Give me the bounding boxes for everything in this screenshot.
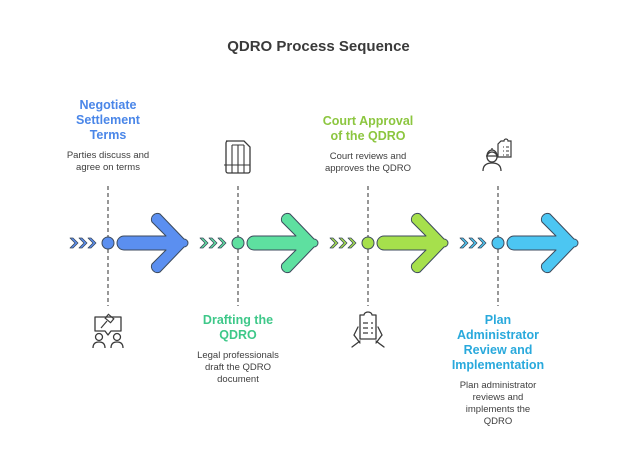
- step-title-line: Plan: [484, 313, 512, 327]
- chevron-icon: [477, 237, 487, 249]
- document-layout-icon: [224, 140, 251, 174]
- step-arrow: [376, 212, 449, 274]
- step-description-line: Parties discuss and: [66, 150, 150, 161]
- left-hand: [351, 326, 361, 348]
- step-3: [329, 186, 449, 348]
- step-1: [69, 186, 189, 349]
- person-body: [110, 341, 124, 349]
- step-4: [459, 138, 579, 306]
- step-title-line: of the QDRO: [330, 129, 406, 143]
- document-grid: [224, 144, 250, 173]
- step-title-line: QDRO: [219, 328, 257, 342]
- step-title-line: Review and: [463, 343, 533, 357]
- chevron-icon: [329, 237, 339, 249]
- chevron-icon: [468, 237, 478, 249]
- step-arrow: [116, 212, 189, 274]
- step-description-line: draft the QDRO: [205, 362, 271, 373]
- worker-body: [482, 162, 502, 172]
- step-arrow: [506, 212, 579, 274]
- step-title-line: Settlement: [76, 113, 140, 127]
- step-description-line: implements the: [465, 404, 531, 415]
- chevron-icon: [347, 237, 357, 249]
- diagram-title: QDRO Process Sequence: [227, 38, 410, 55]
- chevron-icon: [78, 237, 88, 249]
- step-description-line: Court reviews and: [329, 151, 407, 162]
- hard-hat: [486, 148, 498, 157]
- right-hand: [375, 326, 385, 348]
- gavel-head: [104, 313, 115, 324]
- step-node: [231, 236, 245, 250]
- chevron-icon: [87, 237, 97, 249]
- step-description-line: approves the QDRO: [324, 163, 412, 174]
- step-node: [101, 236, 115, 250]
- chevron-icon: [199, 237, 209, 249]
- step-description-line: Plan administrator: [459, 380, 537, 391]
- clipboard-lines: [363, 322, 373, 334]
- step-2: [199, 140, 319, 306]
- step-arrow: [246, 212, 319, 274]
- hands-holding-document-icon: [351, 311, 385, 348]
- step-description-line: reviews and: [472, 392, 524, 403]
- step-title-line: Drafting the: [202, 313, 274, 327]
- step-description-line: QDRO: [483, 416, 513, 427]
- step-title-line: Implementation: [451, 358, 545, 372]
- gavel-handle: [100, 320, 108, 329]
- chevron-icon: [217, 237, 227, 249]
- document-outline: [225, 140, 251, 174]
- step-title-line: Terms: [89, 128, 127, 142]
- person-head: [112, 332, 122, 342]
- person-head: [94, 332, 104, 342]
- chevron-icon: [338, 237, 348, 249]
- clipboard: [497, 138, 512, 158]
- clipboard-lines: [503, 146, 509, 156]
- step-description-line: document: [217, 374, 259, 385]
- person-body: [92, 341, 106, 349]
- step-node: [361, 236, 375, 250]
- step-title-line: Court Approval: [322, 114, 414, 128]
- speech-bubble: [94, 316, 122, 336]
- worker-head: [486, 151, 498, 163]
- chevron-icon: [459, 237, 469, 249]
- step-description-line: agree on terms: [76, 162, 140, 173]
- chevron-icon: [208, 237, 218, 249]
- step-description-line: Legal professionals: [197, 350, 279, 361]
- negotiation-gavel-icon: [92, 313, 124, 349]
- step-node: [491, 236, 505, 250]
- chevron-icon: [69, 237, 79, 249]
- clipboard: [359, 311, 377, 340]
- step-title-line: Negotiate: [79, 98, 137, 112]
- step-title-line: Administrator: [457, 328, 539, 342]
- worker-clipboard-icon: [482, 138, 512, 172]
